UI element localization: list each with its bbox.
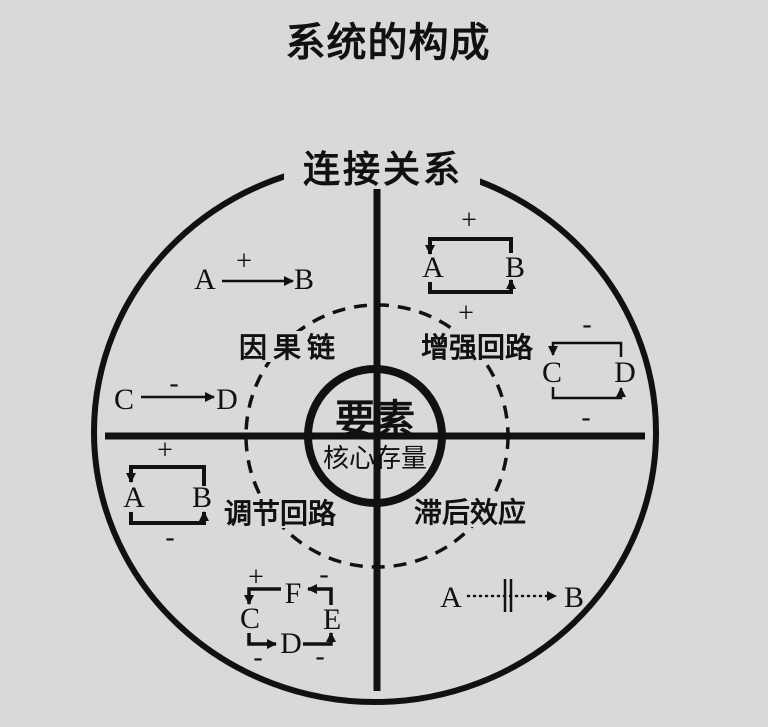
quadrant-label-causal-chain: 因果链	[239, 332, 341, 364]
node-b: B	[564, 581, 584, 614]
page-title: 系统的构成	[286, 20, 491, 65]
loop-arrow-bottom	[428, 279, 516, 294]
node-a: A	[422, 251, 444, 284]
quadrant-label-balancing-loop: 调节回路	[224, 498, 337, 530]
node-c: C	[240, 602, 260, 635]
node-a: A	[440, 581, 462, 614]
polarity-sign: +	[461, 205, 477, 236]
polarity-sign: +	[236, 246, 252, 277]
ring-label: 连接关系	[303, 149, 463, 191]
polarity-sign: -	[582, 309, 591, 340]
node-c: C	[542, 356, 562, 389]
balancing-loop-example: + - A B	[123, 435, 212, 553]
loop-arrow-f-to-c	[244, 587, 281, 605]
loop-arrow-top	[548, 341, 623, 357]
polarity-sign: -	[315, 641, 324, 672]
node-a: A	[194, 263, 216, 296]
quadrant-label-reinforcing-loop: 增强回路	[421, 332, 534, 364]
loop-arrow-bottom	[129, 511, 209, 525]
center-stock-circle	[304, 365, 446, 507]
center-label-secondary: 核心存量	[323, 444, 427, 473]
node-f: F	[285, 577, 302, 610]
ring-label-gap	[284, 138, 480, 194]
polarity-sign: -	[169, 368, 178, 399]
loop-arrow-e-to-f	[307, 584, 333, 605]
quadrant-label-backplate	[414, 496, 527, 527]
four-node-loop-example: + - - - F C D E	[240, 559, 341, 673]
loop-arrow-c-to-d	[247, 633, 277, 649]
quadrant-label-delay-effect: 滞后效应	[414, 496, 526, 529]
loop-arrow-top	[425, 237, 513, 255]
polarity-sign: +	[458, 298, 474, 329]
polarity-sign: +	[157, 435, 173, 466]
polarity-sign: -	[581, 402, 590, 433]
node-b: B	[294, 263, 314, 296]
delay-marks	[503, 579, 513, 612]
loop-arrow-top	[126, 465, 206, 486]
quadrant-label-backplate	[222, 497, 338, 528]
inner-dashed-ring	[244, 303, 510, 569]
loop-arrow-bottom	[551, 387, 626, 400]
reinforcing-loop-example: + + A B	[422, 205, 525, 329]
node-c: C	[114, 383, 134, 416]
center-label-primary: 要素	[335, 397, 415, 442]
causal-link-negative: C D -	[114, 368, 238, 416]
node-b: B	[505, 251, 525, 284]
causal-link-positive: A B +	[194, 246, 314, 296]
polarity-sign: -	[319, 559, 328, 590]
node-e: E	[323, 603, 341, 636]
polarity-sign: -	[165, 522, 174, 553]
quadrant-label-backplate	[420, 331, 534, 362]
polarity-sign: -	[253, 642, 262, 673]
delay-link-example: A B	[440, 579, 584, 614]
node-d: D	[216, 383, 238, 416]
double-negative-loop-example: - - C D	[542, 309, 636, 433]
polarity-sign: +	[248, 562, 264, 593]
node-b: B	[192, 481, 212, 514]
node-a: A	[123, 481, 145, 514]
node-d: D	[280, 627, 302, 660]
loop-arrow-d-to-e	[303, 632, 336, 646]
quadrant-label-backplate	[232, 331, 342, 362]
node-d: D	[614, 356, 636, 389]
